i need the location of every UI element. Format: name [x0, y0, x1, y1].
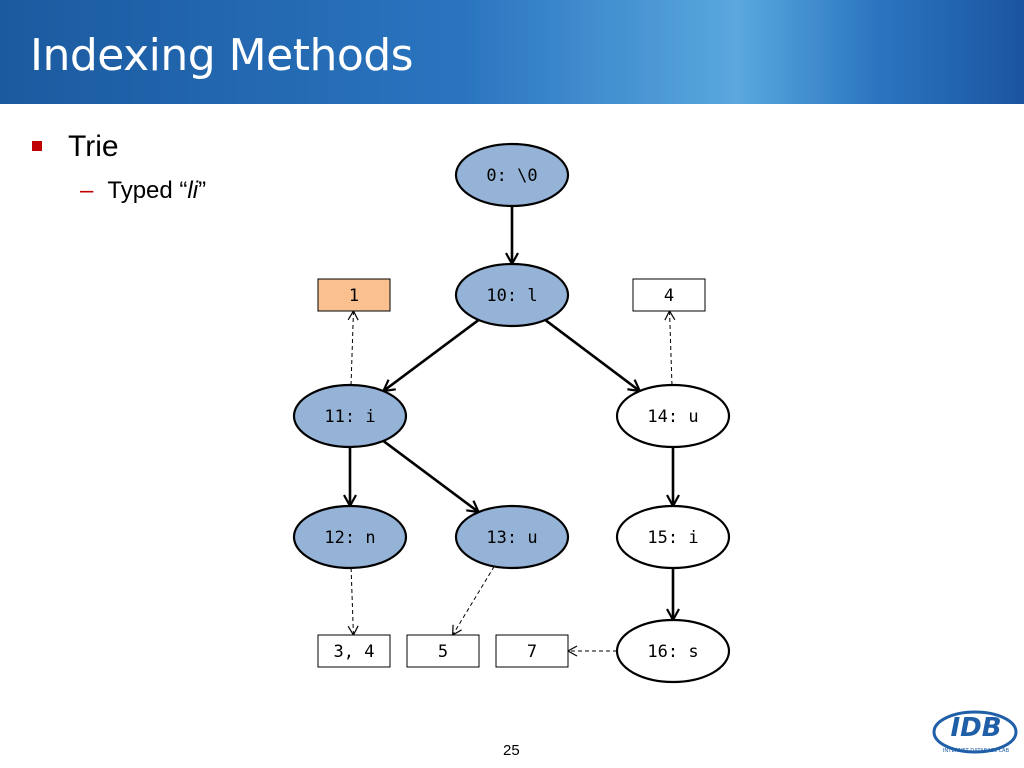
sub-bullet-typed: –Typed “li”: [80, 177, 206, 205]
sub-bullet-prefix: Typed “: [107, 177, 188, 204]
trie-node-13-u: 13: u: [454, 504, 570, 570]
value-box-label: 3, 4: [334, 642, 375, 662]
trie-node-ellipse: [615, 383, 731, 449]
trie-node-ellipse: [292, 383, 408, 449]
trie-node-ellipse: [615, 618, 731, 684]
value-box-rect: [406, 634, 480, 668]
value-box-5: 5: [406, 634, 480, 668]
idb-logo: IDB INTERNET DATABASE LAB: [932, 710, 1018, 754]
trie-node-label: 0: \0: [486, 166, 537, 186]
value-pointer: [347, 567, 359, 637]
trie-node-15-i: 15: i: [615, 504, 731, 570]
trie-node-label: 16: s: [647, 642, 698, 662]
value-box-1: 1: [317, 278, 391, 312]
value-box-rect: [317, 634, 391, 668]
page-number: 25: [503, 742, 520, 759]
value-pointer: [452, 566, 495, 637]
trie-node-label: 13: u: [486, 528, 537, 548]
logo-swoosh: [932, 710, 1018, 754]
trie-edge: [544, 318, 640, 391]
slide-title: Indexing Methods: [30, 30, 414, 81]
value-box-label: 7: [527, 642, 537, 662]
value-box-4: 4: [632, 278, 706, 312]
sub-bullet-suffix: ”: [198, 177, 207, 204]
trie-node-ellipse: [454, 142, 570, 208]
value-box-label: 5: [438, 642, 448, 662]
trie-node-ellipse: [454, 504, 570, 570]
sub-bullet-emphasis: li: [187, 177, 199, 204]
value-box-rect: [317, 278, 391, 312]
trie-node-16-s: 16: s: [615, 618, 731, 684]
title-bar: Indexing Methods: [0, 0, 1024, 104]
value-box-label: 1: [349, 286, 359, 306]
trie-node-ellipse: [615, 504, 731, 570]
value-box-rect: [495, 634, 569, 668]
value-pointer: [664, 309, 676, 386]
trie-edge: [382, 439, 478, 512]
trie-node-label: 14: u: [647, 407, 698, 427]
trie-edge: [383, 318, 480, 391]
dash-bullet-icon: –: [80, 177, 94, 204]
value-pointer: [347, 309, 359, 386]
trie-node-ellipse: [292, 504, 408, 570]
trie-node-12-n: 12: n: [292, 504, 408, 570]
value-box-3-4: 3, 4: [317, 634, 391, 668]
trie-node-14-u: 14: u: [615, 383, 731, 449]
trie-node-11-i: 11: i: [292, 383, 408, 449]
value-box-label: 4: [664, 286, 674, 306]
bullet-text: Trie: [68, 130, 119, 163]
trie-node-0-0: 0: \0: [454, 142, 570, 208]
value-box-rect: [632, 278, 706, 312]
trie-node-10-l: 10: l: [454, 262, 570, 328]
trie-node-label: 15: i: [647, 528, 698, 548]
logo-caption: INTERNET DATABASE LAB: [943, 748, 1010, 754]
trie-node-label: 12: n: [324, 528, 375, 548]
logo-text: IDB: [950, 713, 1001, 743]
trie-node-label: 10: l: [486, 286, 537, 306]
trie-node-label: 11: i: [324, 407, 375, 427]
value-box-7: 7: [495, 634, 569, 668]
trie-node-ellipse: [454, 262, 570, 328]
square-bullet-icon: [32, 141, 42, 151]
